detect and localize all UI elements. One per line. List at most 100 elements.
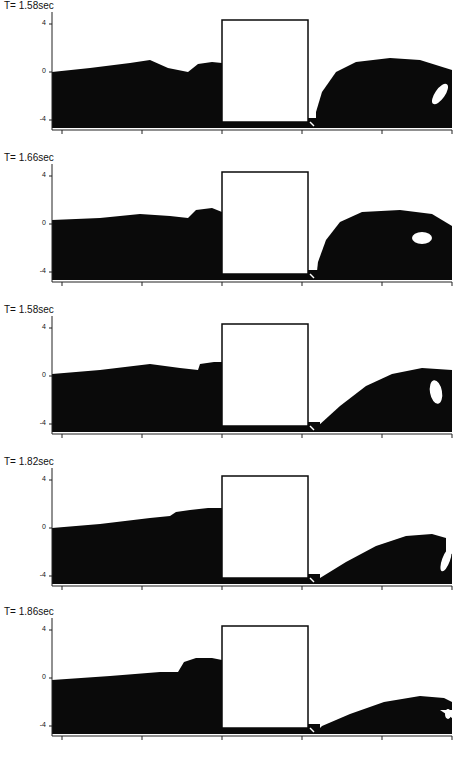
fluid-region xyxy=(316,210,452,280)
air-bubble xyxy=(428,379,444,405)
x-axis xyxy=(52,586,452,587)
x-axis xyxy=(52,130,452,131)
x-tick xyxy=(222,736,223,740)
x-tick xyxy=(62,130,63,134)
air-gap xyxy=(310,122,314,126)
obstacle-block xyxy=(222,172,308,274)
y-tick xyxy=(49,630,52,631)
y-tick xyxy=(49,480,52,481)
simulation-panel xyxy=(49,316,452,438)
axis-tick-label: -4 xyxy=(34,721,46,729)
axis-tick-label: 0 xyxy=(34,371,46,379)
x-tick xyxy=(452,586,453,590)
x-axis xyxy=(52,282,452,283)
air-gap xyxy=(310,426,314,430)
fluid-region xyxy=(52,362,222,432)
axis-tick-label: -4 xyxy=(34,419,46,427)
x-tick xyxy=(382,130,383,134)
time-label: T= 1.86sec xyxy=(4,606,54,617)
obstacle-block xyxy=(222,20,308,122)
fluid-region xyxy=(314,368,452,432)
x-axis xyxy=(52,434,452,435)
air-bubble xyxy=(412,232,432,244)
obstacle-block xyxy=(222,476,308,578)
air-gap xyxy=(310,728,314,732)
axis-tick-label: -4 xyxy=(34,115,46,123)
simulation-panel xyxy=(49,12,452,134)
time-label: T= 1.58sec xyxy=(4,0,54,11)
y-tick xyxy=(49,272,52,273)
y-tick xyxy=(49,224,52,225)
x-tick xyxy=(62,434,63,438)
x-tick xyxy=(452,736,453,740)
fluid-region xyxy=(316,58,452,128)
axis-tick-label: 0 xyxy=(34,67,46,75)
time-label: T= 1.66sec xyxy=(4,152,54,163)
axis-tick-label: 4 xyxy=(34,323,46,331)
air-gap xyxy=(310,274,314,278)
axis-tick-label: -4 xyxy=(34,267,46,275)
y-tick xyxy=(49,328,52,329)
axis-tick-label: 4 xyxy=(34,19,46,27)
y-axis xyxy=(52,12,53,130)
simulation-panel xyxy=(49,164,452,286)
time-label: T= 1.58sec xyxy=(4,304,54,315)
y-tick xyxy=(49,424,52,425)
time-label: T= 1.82sec xyxy=(4,456,54,467)
x-tick xyxy=(142,282,143,286)
x-tick xyxy=(222,586,223,590)
x-tick xyxy=(452,130,453,134)
axis-tick-label: 0 xyxy=(34,219,46,227)
fluid-region xyxy=(314,696,452,734)
axis-tick-label: 0 xyxy=(34,673,46,681)
y-tick xyxy=(49,376,52,377)
x-tick xyxy=(62,586,63,590)
y-tick xyxy=(49,176,52,177)
x-tick xyxy=(452,434,453,438)
x-tick xyxy=(222,434,223,438)
y-tick xyxy=(49,576,52,577)
simulation-panel xyxy=(49,618,452,740)
air-bubble xyxy=(429,81,451,106)
x-tick xyxy=(382,434,383,438)
y-axis xyxy=(52,618,53,736)
x-tick xyxy=(302,130,303,134)
fluid-region xyxy=(52,658,222,734)
air-bubble xyxy=(445,709,451,719)
fluid-region xyxy=(52,208,222,280)
axis-tick-label: 4 xyxy=(34,475,46,483)
x-tick xyxy=(302,434,303,438)
obstacle-block xyxy=(222,626,308,728)
y-tick xyxy=(49,72,52,73)
x-tick xyxy=(62,736,63,740)
x-tick xyxy=(302,736,303,740)
y-axis xyxy=(52,468,53,586)
x-tick xyxy=(222,282,223,286)
x-tick xyxy=(382,736,383,740)
air-bubble xyxy=(438,547,454,572)
axis-tick-label: 0 xyxy=(34,523,46,531)
x-tick xyxy=(302,282,303,286)
y-tick xyxy=(49,678,52,679)
x-axis xyxy=(52,736,452,737)
fluid-region xyxy=(314,534,452,584)
obstacle-block xyxy=(222,324,308,426)
x-tick xyxy=(222,130,223,134)
fluid-region xyxy=(52,508,222,584)
x-tick xyxy=(142,130,143,134)
simulation-panel xyxy=(49,468,454,590)
y-tick xyxy=(49,726,52,727)
axis-tick-label: 4 xyxy=(34,171,46,179)
x-tick xyxy=(452,282,453,286)
x-tick xyxy=(382,586,383,590)
x-tick xyxy=(142,434,143,438)
axis-tick-label: -4 xyxy=(34,571,46,579)
axis-tick-label: 4 xyxy=(34,625,46,633)
x-tick xyxy=(62,282,63,286)
y-tick xyxy=(49,528,52,529)
y-axis xyxy=(52,164,53,282)
x-tick xyxy=(302,586,303,590)
fluid-region xyxy=(52,60,222,128)
